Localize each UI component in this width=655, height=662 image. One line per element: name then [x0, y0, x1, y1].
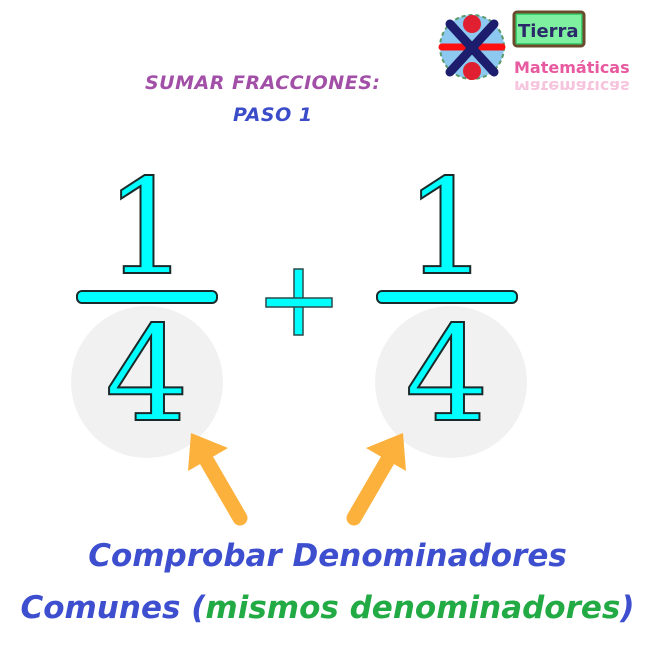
page-title: SUMAR FRACCIONES: — [145, 72, 381, 94]
arrow-up-left-icon — [188, 433, 248, 526]
arrow-up-right-icon — [346, 433, 406, 526]
svg-text:Tierra: Tierra — [518, 21, 579, 42]
caption-text-common: Comunes ( — [20, 590, 206, 626]
caption-text-highlight: mismos denominadores — [205, 590, 621, 626]
caption-text: Comprobar Denominadores — [88, 538, 567, 574]
x-cross-circle-logo-icon: Tierra Matemáticas Matemáticas — [438, 10, 630, 96]
svg-text:Matemáticas: Matemáticas — [514, 58, 630, 77]
page-subtitle: PASO 1 — [233, 104, 313, 126]
caption-text-close: ) — [620, 590, 635, 626]
logo: Tierra Matemáticas Matemáticas — [438, 10, 648, 96]
caption-line-2: Comunes (mismos denominadores) — [0, 590, 655, 626]
plus-sign-icon — [265, 268, 333, 336]
numerator-right: 1 — [405, 151, 489, 305]
numerator-left: 1 — [105, 151, 189, 305]
denominator-highlight-left — [71, 306, 223, 458]
denominator-highlight-right — [375, 306, 527, 458]
fraction-bar-left — [76, 290, 218, 304]
caption-line-1: Comprobar Denominadores — [0, 538, 655, 574]
fraction-bar-right — [376, 290, 518, 304]
denominator-right: 4 — [405, 298, 489, 452]
denominator-left: 4 — [105, 298, 189, 452]
